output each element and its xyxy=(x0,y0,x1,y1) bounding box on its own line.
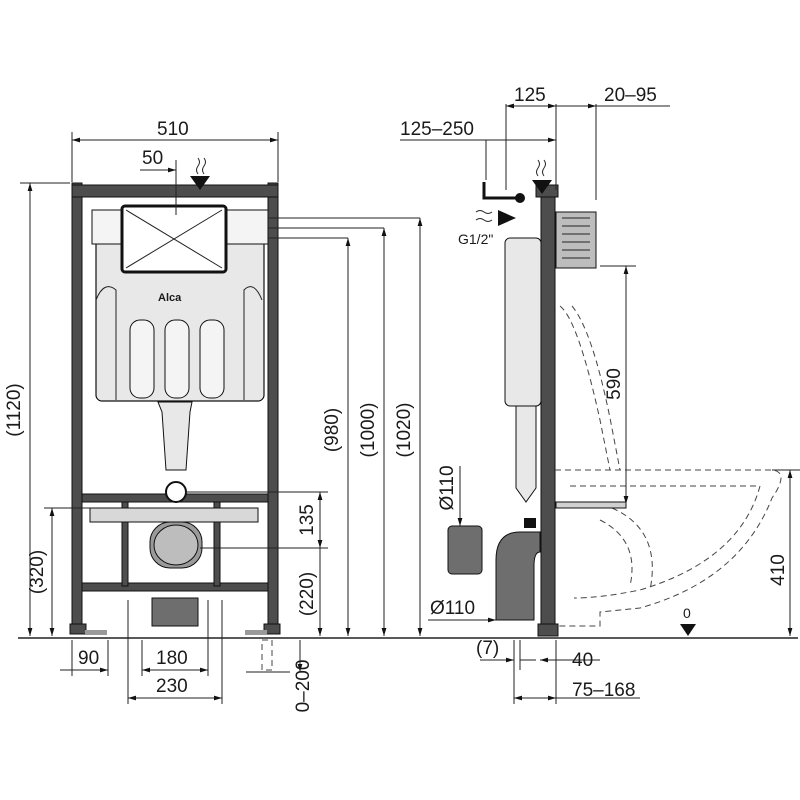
dim-0-200: 0–200 xyxy=(293,660,314,713)
water-inlet-icon xyxy=(196,157,206,175)
side-inlet-valve xyxy=(515,193,525,203)
dim-410: 410 xyxy=(768,554,789,586)
toilet-bowl-outline xyxy=(555,469,782,627)
floor-zero-label: 0 xyxy=(683,605,691,621)
drain-lower-pipe xyxy=(151,597,199,627)
cistern-rib-1 xyxy=(129,319,155,399)
dim-50: 50 xyxy=(142,148,163,169)
drain-stub xyxy=(524,518,536,528)
frame-inner-left xyxy=(121,501,129,587)
dim-180: 180 xyxy=(156,648,188,669)
cistern-rib-2 xyxy=(164,319,190,399)
dim-d110-top: Ø110 xyxy=(437,465,458,510)
dim-125-250: 125–250 xyxy=(400,119,474,140)
cistern-rib-3 xyxy=(199,319,225,399)
wall-flange xyxy=(555,211,597,269)
frame-left-post xyxy=(71,182,83,634)
dim-220: (220) xyxy=(297,572,318,616)
dim-980: (980) xyxy=(322,408,343,452)
opening-cross-2 xyxy=(125,209,223,269)
dim-510: 510 xyxy=(157,119,189,140)
side-frame-post xyxy=(540,189,556,637)
foot-right xyxy=(263,623,281,635)
dim-320: (320) xyxy=(27,550,48,594)
dim-d110-bottom: Ø110 xyxy=(430,598,475,619)
front-view: Alca 510 50 (1120) (320) (980) (1000) (1… xyxy=(4,119,423,713)
dim-125: 125 xyxy=(514,85,546,106)
cistern-lobes xyxy=(95,286,263,400)
flush-pipe-outlet xyxy=(165,481,187,503)
drain-bend xyxy=(495,531,541,621)
toilet-bowl-trap xyxy=(599,507,653,591)
side-inlet-pipe xyxy=(482,182,520,200)
mount-bolt xyxy=(555,501,627,509)
dim-230: 230 xyxy=(156,676,188,697)
thread-arrow xyxy=(498,210,516,226)
dim-135: 135 xyxy=(297,504,318,536)
dim-1120: (1120) xyxy=(4,383,25,437)
drain-coupling xyxy=(447,525,483,575)
side-view: G1/2" 125 20–95 125–250 590 410 0 xyxy=(400,85,800,704)
toilet-seat-raised xyxy=(559,305,621,471)
side-frame-foot xyxy=(537,623,559,637)
foot-base-left xyxy=(85,630,107,635)
adjust-leg-dashed xyxy=(261,639,273,671)
side-inlet-arrow xyxy=(532,180,552,194)
thread-label: G1/2" xyxy=(458,231,493,247)
flush-pipe xyxy=(157,401,193,471)
frame-right-post xyxy=(267,182,279,634)
frame-top-bar xyxy=(71,184,279,198)
brand-logo: Alca xyxy=(158,292,182,304)
drain-outlet xyxy=(153,524,199,566)
flange-ribs xyxy=(562,217,590,259)
dim-7: (7) xyxy=(476,638,499,659)
dim-40: 40 xyxy=(572,650,593,671)
bracket-plate xyxy=(89,507,259,523)
dim-1020: (1020) xyxy=(394,403,415,458)
thread-water-icon xyxy=(475,210,493,222)
dim-590: 590 xyxy=(604,368,625,400)
dim-90: 90 xyxy=(78,648,99,669)
side-flush-pipe xyxy=(515,405,537,503)
inlet-arrow xyxy=(190,176,210,190)
frame-inner-right xyxy=(213,501,221,587)
dim-75-168: 75–168 xyxy=(572,680,635,701)
side-cistern xyxy=(504,237,542,407)
foot-base-right xyxy=(245,630,267,635)
floor-zero-marker xyxy=(680,624,696,636)
dim-1000: (1000) xyxy=(358,403,379,458)
foot-left xyxy=(69,623,87,635)
frame-bottom-bar xyxy=(81,582,269,592)
side-water-icon xyxy=(536,159,546,177)
dim-20-95: 20–95 xyxy=(604,85,657,106)
